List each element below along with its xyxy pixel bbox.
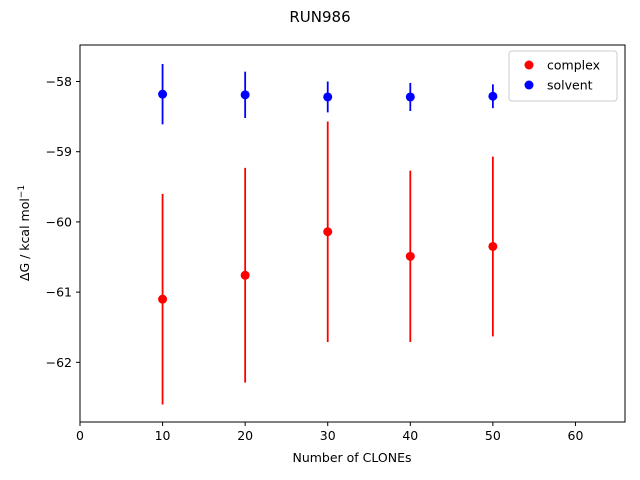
legend-marker-solvent xyxy=(524,80,534,90)
complex-point xyxy=(240,270,250,280)
chart-title: RUN986 xyxy=(289,8,350,26)
legend-marker-complex xyxy=(524,60,534,70)
series-solvent xyxy=(158,63,498,125)
x-tick-label: 0 xyxy=(76,428,84,443)
y-axis: −62 −61 −60 −59 −58 xyxy=(46,74,80,370)
y-axis-label-superscript: −1 xyxy=(17,185,27,198)
complex-point xyxy=(158,294,168,304)
complex-point xyxy=(323,227,333,237)
legend-box xyxy=(508,50,618,102)
solvent-point xyxy=(405,92,415,102)
solvent-point xyxy=(488,91,498,101)
y-tick-label: −61 xyxy=(46,285,72,300)
y-tick-label: −59 xyxy=(46,144,72,159)
y-tick-label: −62 xyxy=(46,355,72,370)
x-axis-label: Number of CLONEs xyxy=(292,450,411,465)
y-axis-label: ΔG / kcal mol−1 xyxy=(17,185,32,281)
complex-point xyxy=(405,251,415,261)
x-axis: 0 10 20 30 40 50 60 xyxy=(76,422,583,443)
x-tick-label: 40 xyxy=(402,428,418,443)
legend-label-solvent: solvent xyxy=(547,78,593,93)
solvent-point xyxy=(240,90,250,100)
series-complex xyxy=(158,121,498,405)
series-layer xyxy=(158,63,498,405)
solvent-point xyxy=(323,92,333,102)
x-tick-label: 50 xyxy=(485,428,501,443)
complex-point xyxy=(488,241,498,251)
x-tick-label: 60 xyxy=(568,428,584,443)
solvent-point xyxy=(158,89,168,99)
legend: complex solvent xyxy=(508,50,618,102)
x-tick-label: 20 xyxy=(237,428,253,443)
axes-frame xyxy=(79,44,626,423)
legend-label-complex: complex xyxy=(547,58,600,73)
y-tick-label: −60 xyxy=(46,214,72,229)
x-tick-label: 10 xyxy=(155,428,171,443)
y-tick-label: −58 xyxy=(46,74,72,89)
y-axis-label-main: ΔG / kcal mol xyxy=(17,198,32,281)
x-tick-label: 30 xyxy=(320,428,336,443)
